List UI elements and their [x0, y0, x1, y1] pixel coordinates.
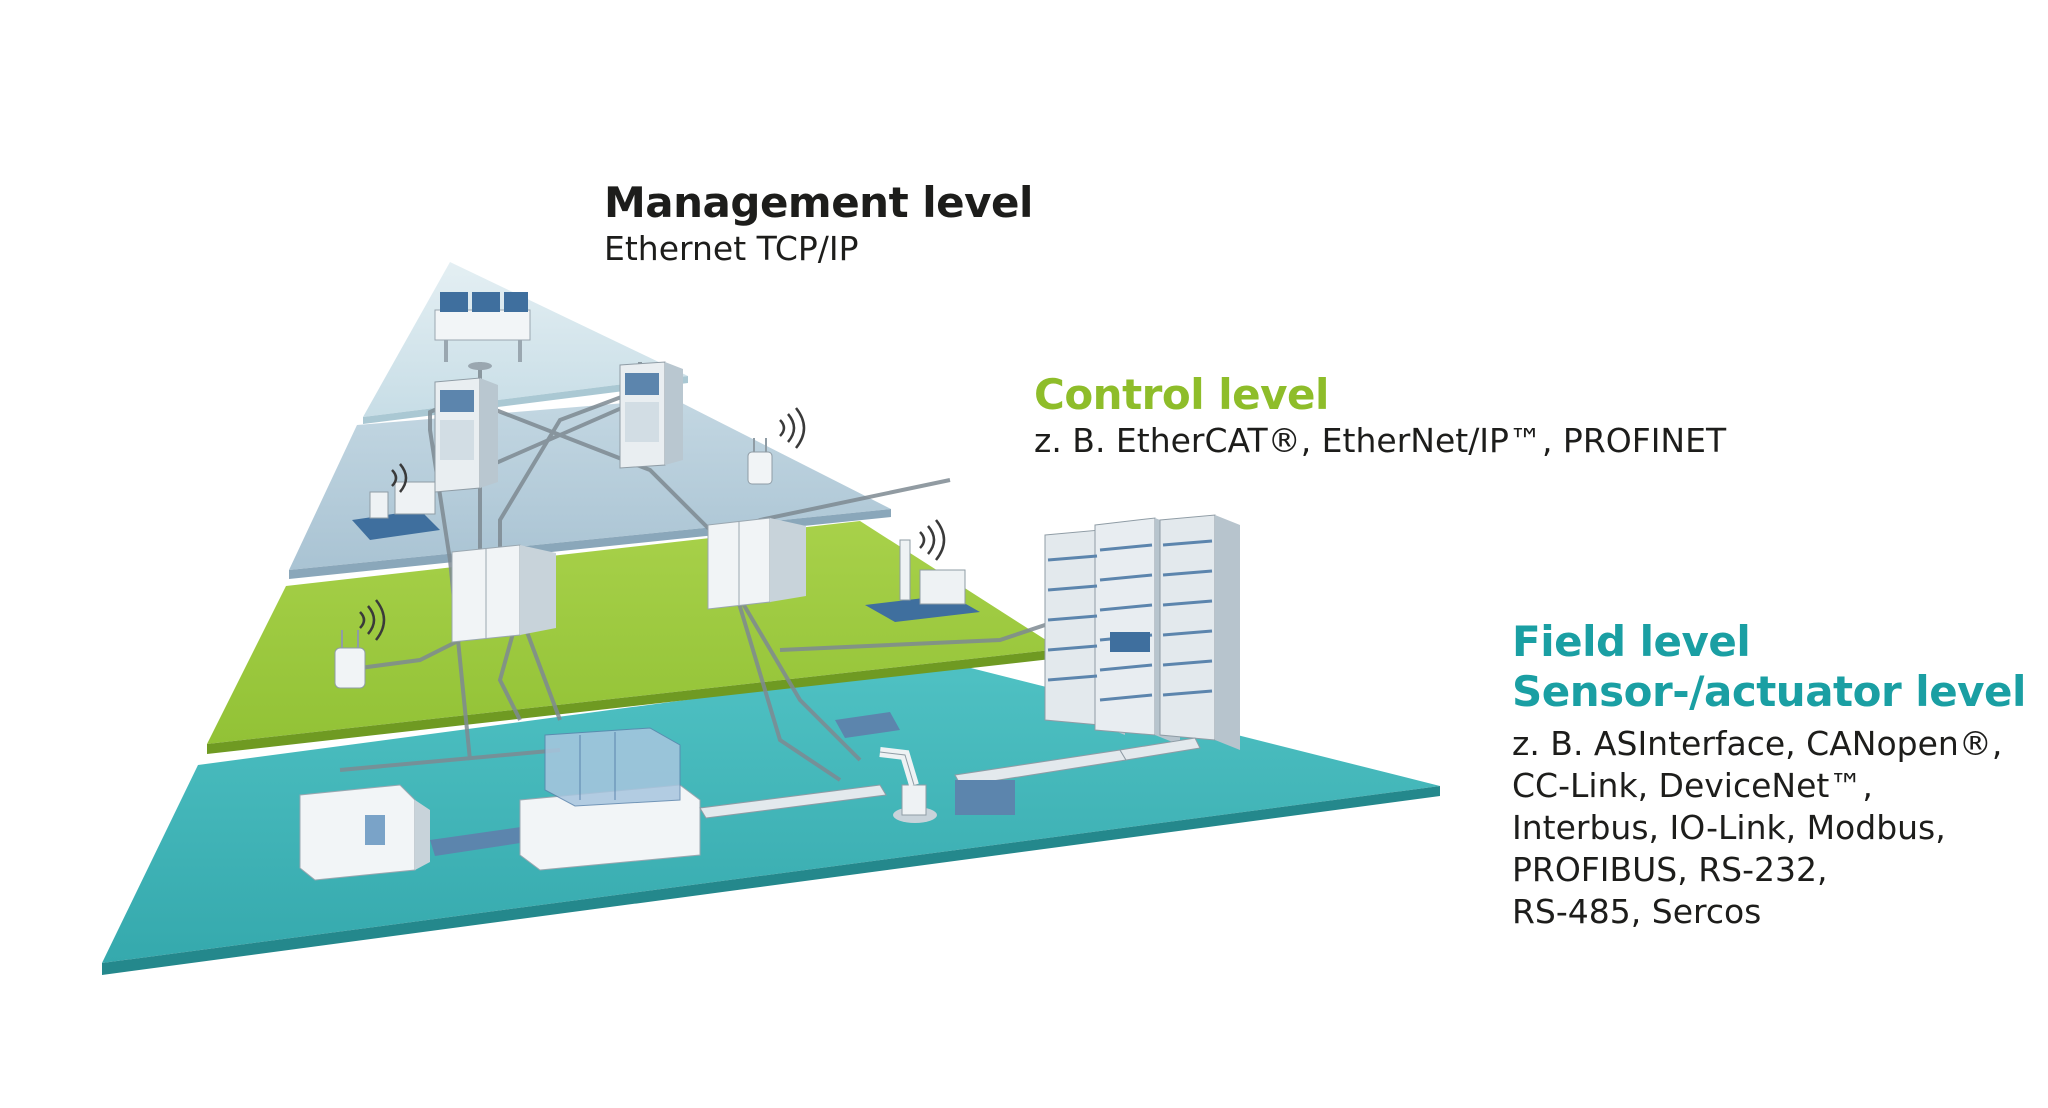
workstation-icon — [434, 292, 531, 370]
control-cabinet-icon — [707, 517, 806, 610]
field-level-title: Field level — [1512, 617, 1751, 666]
wireless-access-point-icon — [747, 407, 806, 485]
wireless-access-point-icon — [334, 599, 386, 689]
field-protocols-line: z. B. ASInterface, CANopen®, — [1512, 724, 2003, 763]
control-level-label: Control level z. B. EtherCAT®, EtherNet/… — [1034, 370, 1726, 462]
management-level-protocols: Ethernet TCP/IP — [604, 229, 859, 268]
control-level-protocols: z. B. EtherCAT®, EtherNet/IP™, PROFINET — [1034, 421, 1727, 460]
control-cabinet-icon — [451, 544, 556, 643]
conveyor-icon — [699, 712, 1201, 819]
cnc-machine-icon — [299, 784, 540, 881]
field-protocols-line: CC-Link, DeviceNet™, — [1512, 766, 1873, 805]
control-level-title: Control level — [1034, 370, 1329, 419]
control-cabinet-icon — [434, 377, 498, 493]
field-protocols-line: RS-485, Sercos — [1512, 892, 1762, 931]
agv-icon — [865, 519, 980, 622]
agv-icon — [352, 463, 440, 540]
production-cell-icon — [519, 727, 701, 871]
robot-arm-icon — [879, 747, 937, 823]
field-level-label: Field level Sensor-/actuator level z. B.… — [1512, 617, 2026, 933]
field-protocols-line: Interbus, IO-Link, Modbus, — [1512, 808, 1946, 847]
field-level-layer — [102, 664, 1440, 975]
control-cabinet-icon — [619, 361, 683, 469]
sensor-actuator-level-title: Sensor-/actuator level — [1512, 667, 2026, 716]
management-level-title: Management level — [604, 178, 1033, 227]
field-level-protocols: z. B. ASInterface, CANopen®, CC-Link, De… — [1512, 723, 2026, 933]
control-level-layer-lower — [207, 521, 1060, 754]
field-protocols-line: PROFIBUS, RS-232, — [1512, 850, 1828, 889]
management-level-label: Management level Ethernet TCP/IP — [604, 178, 1033, 270]
warehouse-rack-icon — [1044, 514, 1240, 750]
